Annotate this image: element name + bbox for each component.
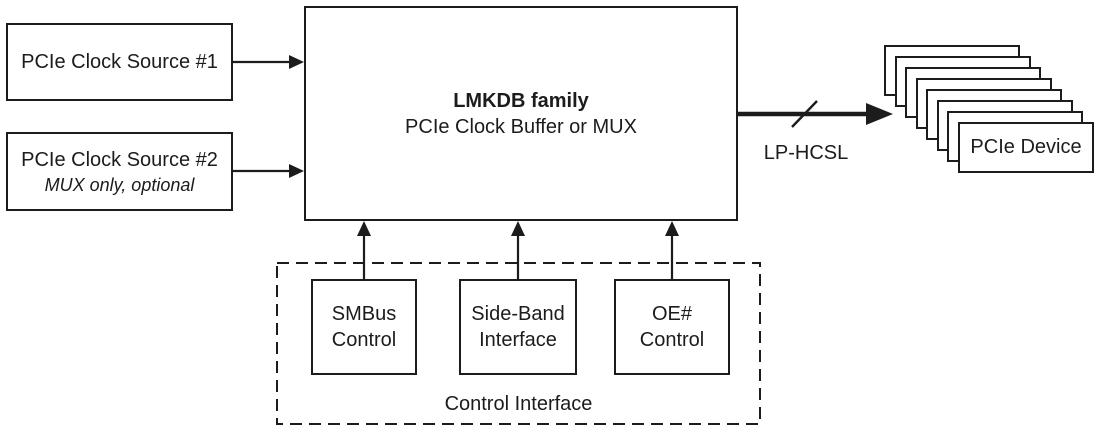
pcie-clock-source-2-box: PCIe Clock Source #2 MUX only, optional [6, 132, 233, 211]
arrowhead-icon [665, 221, 679, 236]
lmkdb-family-subtitle: PCIe Clock Buffer or MUX [405, 115, 637, 138]
pcie-device-card-front: PCIe Device [958, 122, 1094, 173]
smbus-control-line2: Control [331, 329, 397, 351]
arrowhead-icon [511, 221, 525, 236]
arrow-sideband-to-mux [511, 221, 525, 279]
lmkdb-family-title: LMKDB family [453, 89, 589, 112]
arrowhead-icon [289, 55, 304, 69]
oe-control-line1: OE# [651, 303, 693, 325]
side-band-interface-line1: Side-Band [471, 303, 565, 325]
pcie-clock-source-1-label: PCIe Clock Source #1 [21, 51, 218, 73]
arrow-source2-to-mux [233, 164, 304, 178]
pcie-clock-source-1-box: PCIe Clock Source #1 [6, 23, 233, 101]
side-band-interface-line2: Interface [479, 329, 557, 351]
pcie-clock-source-2-note: MUX only, optional [44, 174, 195, 195]
arrowhead-icon [866, 103, 893, 125]
smbus-control-line1: SMBus [331, 303, 397, 325]
arrowhead-icon [289, 164, 304, 178]
bus-slash-icon [791, 100, 818, 128]
control-interface-label: Control Interface [444, 393, 593, 415]
pcie-device-label: PCIe Device [970, 136, 1082, 158]
lp-hcsl-label: LP-HCSL [763, 142, 849, 164]
arrow-mux-to-devices [738, 100, 893, 128]
side-band-interface-box: Side-Band Interface [459, 279, 577, 375]
oe-control-box: OE# Control [614, 279, 730, 375]
oe-control-line2: Control [639, 329, 705, 351]
arrow-smbus-to-mux [357, 221, 371, 279]
arrowhead-icon [357, 221, 371, 236]
smbus-control-box: SMBus Control [311, 279, 417, 375]
arrow-oe-to-mux [665, 221, 679, 279]
pcie-clock-source-2-label: PCIe Clock Source #2 [21, 148, 218, 171]
arrow-source1-to-mux [233, 55, 304, 69]
lmkdb-family-box: LMKDB family PCIe Clock Buffer or MUX [304, 6, 738, 221]
